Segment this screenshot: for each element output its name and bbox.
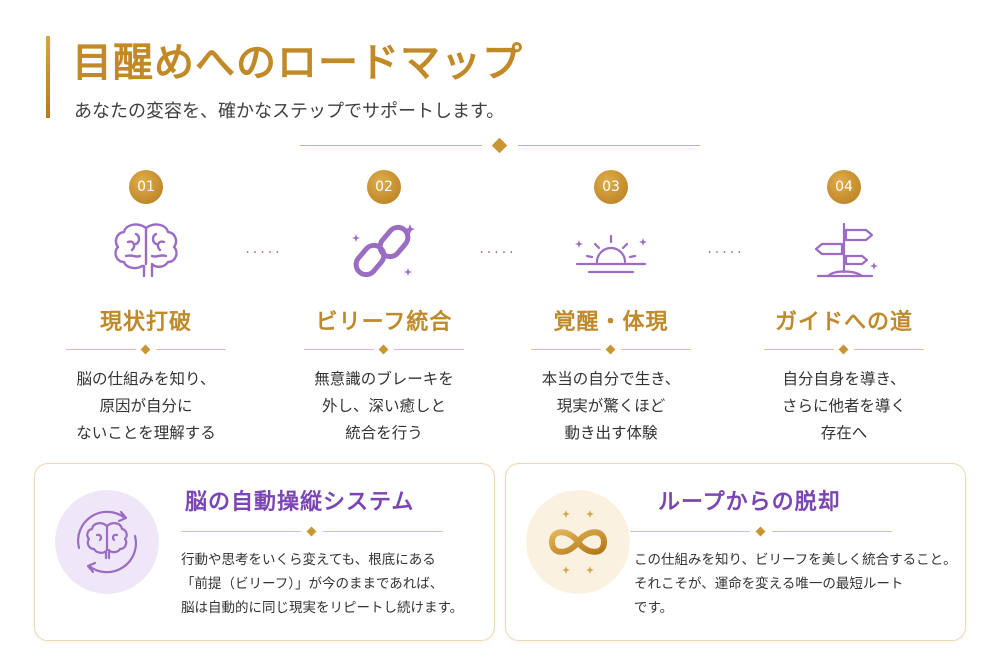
step-description: 脳の仕組みを知り、 原因が自分に ないことを理解する bbox=[46, 366, 246, 447]
divider-diamond-icon bbox=[491, 137, 508, 154]
step-desc-line: 脳の仕組みを知り、 bbox=[76, 370, 216, 388]
step-divider bbox=[531, 344, 691, 356]
card-text-line: 脳は自動的に同じ現実をリピートし続けます。 bbox=[181, 600, 464, 616]
step-divider bbox=[764, 344, 924, 356]
step-desc-line: 外し、深い癒しと bbox=[321, 397, 446, 415]
step-3: 03 覚醒・体現 本当の自分で生き、 現実が驚くほど 動き出す体験 bbox=[511, 170, 711, 447]
step-number-badge: 01 bbox=[129, 170, 163, 204]
step-title: ビリーフ統合 bbox=[315, 309, 453, 335]
step-number-badge: 04 bbox=[827, 170, 861, 204]
step-divider bbox=[66, 344, 226, 356]
title-accent-bar bbox=[46, 36, 50, 118]
step-description: 無意識のブレーキを 外し、深い癒しと 統合を行う bbox=[284, 366, 484, 447]
card-body: 行動や思考をいくら変えても、根底にある 「前提（ビリーフ）」が今のままであれば、… bbox=[181, 548, 463, 620]
step-number-badge: 03 bbox=[594, 170, 628, 204]
card-divider bbox=[630, 526, 892, 538]
step-desc-line: さらに他者を導く bbox=[781, 397, 906, 415]
card-divider bbox=[181, 526, 443, 538]
step-desc-line: 原因が自分に bbox=[99, 397, 193, 415]
info-card-loop-escape: ループからの脱却 この仕組みを知り、ビリーフを美しく統合すること。 それこそが、… bbox=[505, 463, 966, 641]
card-title: 脳の自動操縦システム bbox=[185, 489, 415, 515]
chain-link-icon bbox=[352, 224, 415, 278]
card-text-line: 「前提（ビリーフ）」が今のままであれば、 bbox=[181, 576, 444, 592]
step-desc-line: 現実が驚くほど bbox=[556, 397, 666, 415]
step-connector-dots: ..... bbox=[707, 241, 745, 257]
card-text-line: 行動や思考をいくら変えても、根底にある bbox=[181, 552, 436, 568]
step-desc-line: 無意識のブレーキを bbox=[314, 370, 454, 388]
header-divider bbox=[300, 137, 700, 154]
info-card-autopilot: 脳の自動操縦システム 行動や思考をいくら変えても、根底にある 「前提（ビリーフ）… bbox=[34, 463, 495, 641]
step-2: 02 ビリーフ統合 無意識のブレーキを 外し、深い癒しと 統合を行う bbox=[284, 170, 484, 447]
step-title: 現状打破 bbox=[99, 309, 192, 335]
step-desc-line: 統合を行う bbox=[345, 424, 423, 442]
step-number-badge: 02 bbox=[367, 170, 401, 204]
signpost-icon bbox=[814, 222, 878, 278]
card-text-line: それこそが、運命を変える唯一の最短ルート bbox=[634, 576, 904, 592]
step-desc-line: 存在へ bbox=[820, 424, 868, 442]
step-description: 自分自身を導き、 さらに他者を導く 存在へ bbox=[744, 366, 944, 447]
step-divider bbox=[304, 344, 464, 356]
step-connector-dots: ..... bbox=[245, 241, 283, 257]
card-text-line: この仕組みを知り、ビリーフを美しく統合すること。 bbox=[634, 552, 957, 568]
step-description: 本当の自分で生き、 現実が驚くほど 動き出す体験 bbox=[511, 366, 711, 447]
step-desc-line: 本当の自分で生き、 bbox=[541, 370, 681, 388]
step-title: ガイドへの道 bbox=[774, 309, 913, 335]
card-text-line: です。 bbox=[634, 600, 674, 616]
card-body: この仕組みを知り、ビリーフを美しく統合すること。 それこそが、運命を変える唯一の… bbox=[634, 548, 957, 620]
step-desc-line: ないことを理解する bbox=[76, 424, 216, 442]
step-1: 01 現状打破 脳の仕組みを知り、 原因が自分に ないことを理解する bbox=[46, 170, 246, 447]
card-title: ループからの脱却 bbox=[658, 489, 841, 515]
step-title: 覚醒・体現 bbox=[553, 309, 669, 335]
infinity-icon bbox=[526, 490, 630, 594]
step-desc-line: 動き出す体験 bbox=[564, 424, 658, 442]
step-4: 04 ガイドへの道 自分自身を導き、 さらに他者を導く 存在へ bbox=[744, 170, 944, 447]
brain-icon bbox=[114, 223, 178, 278]
sunrise-icon bbox=[575, 234, 647, 274]
step-desc-line: 自分自身を導き、 bbox=[782, 370, 906, 388]
page-subtitle: あなたの変容を、確かなステップでサポートします。 bbox=[74, 101, 505, 122]
step-connector-dots: ..... bbox=[479, 241, 517, 257]
brain-cycle-icon bbox=[55, 490, 159, 594]
page-title: 目醒めへのロードマップ bbox=[72, 39, 523, 86]
